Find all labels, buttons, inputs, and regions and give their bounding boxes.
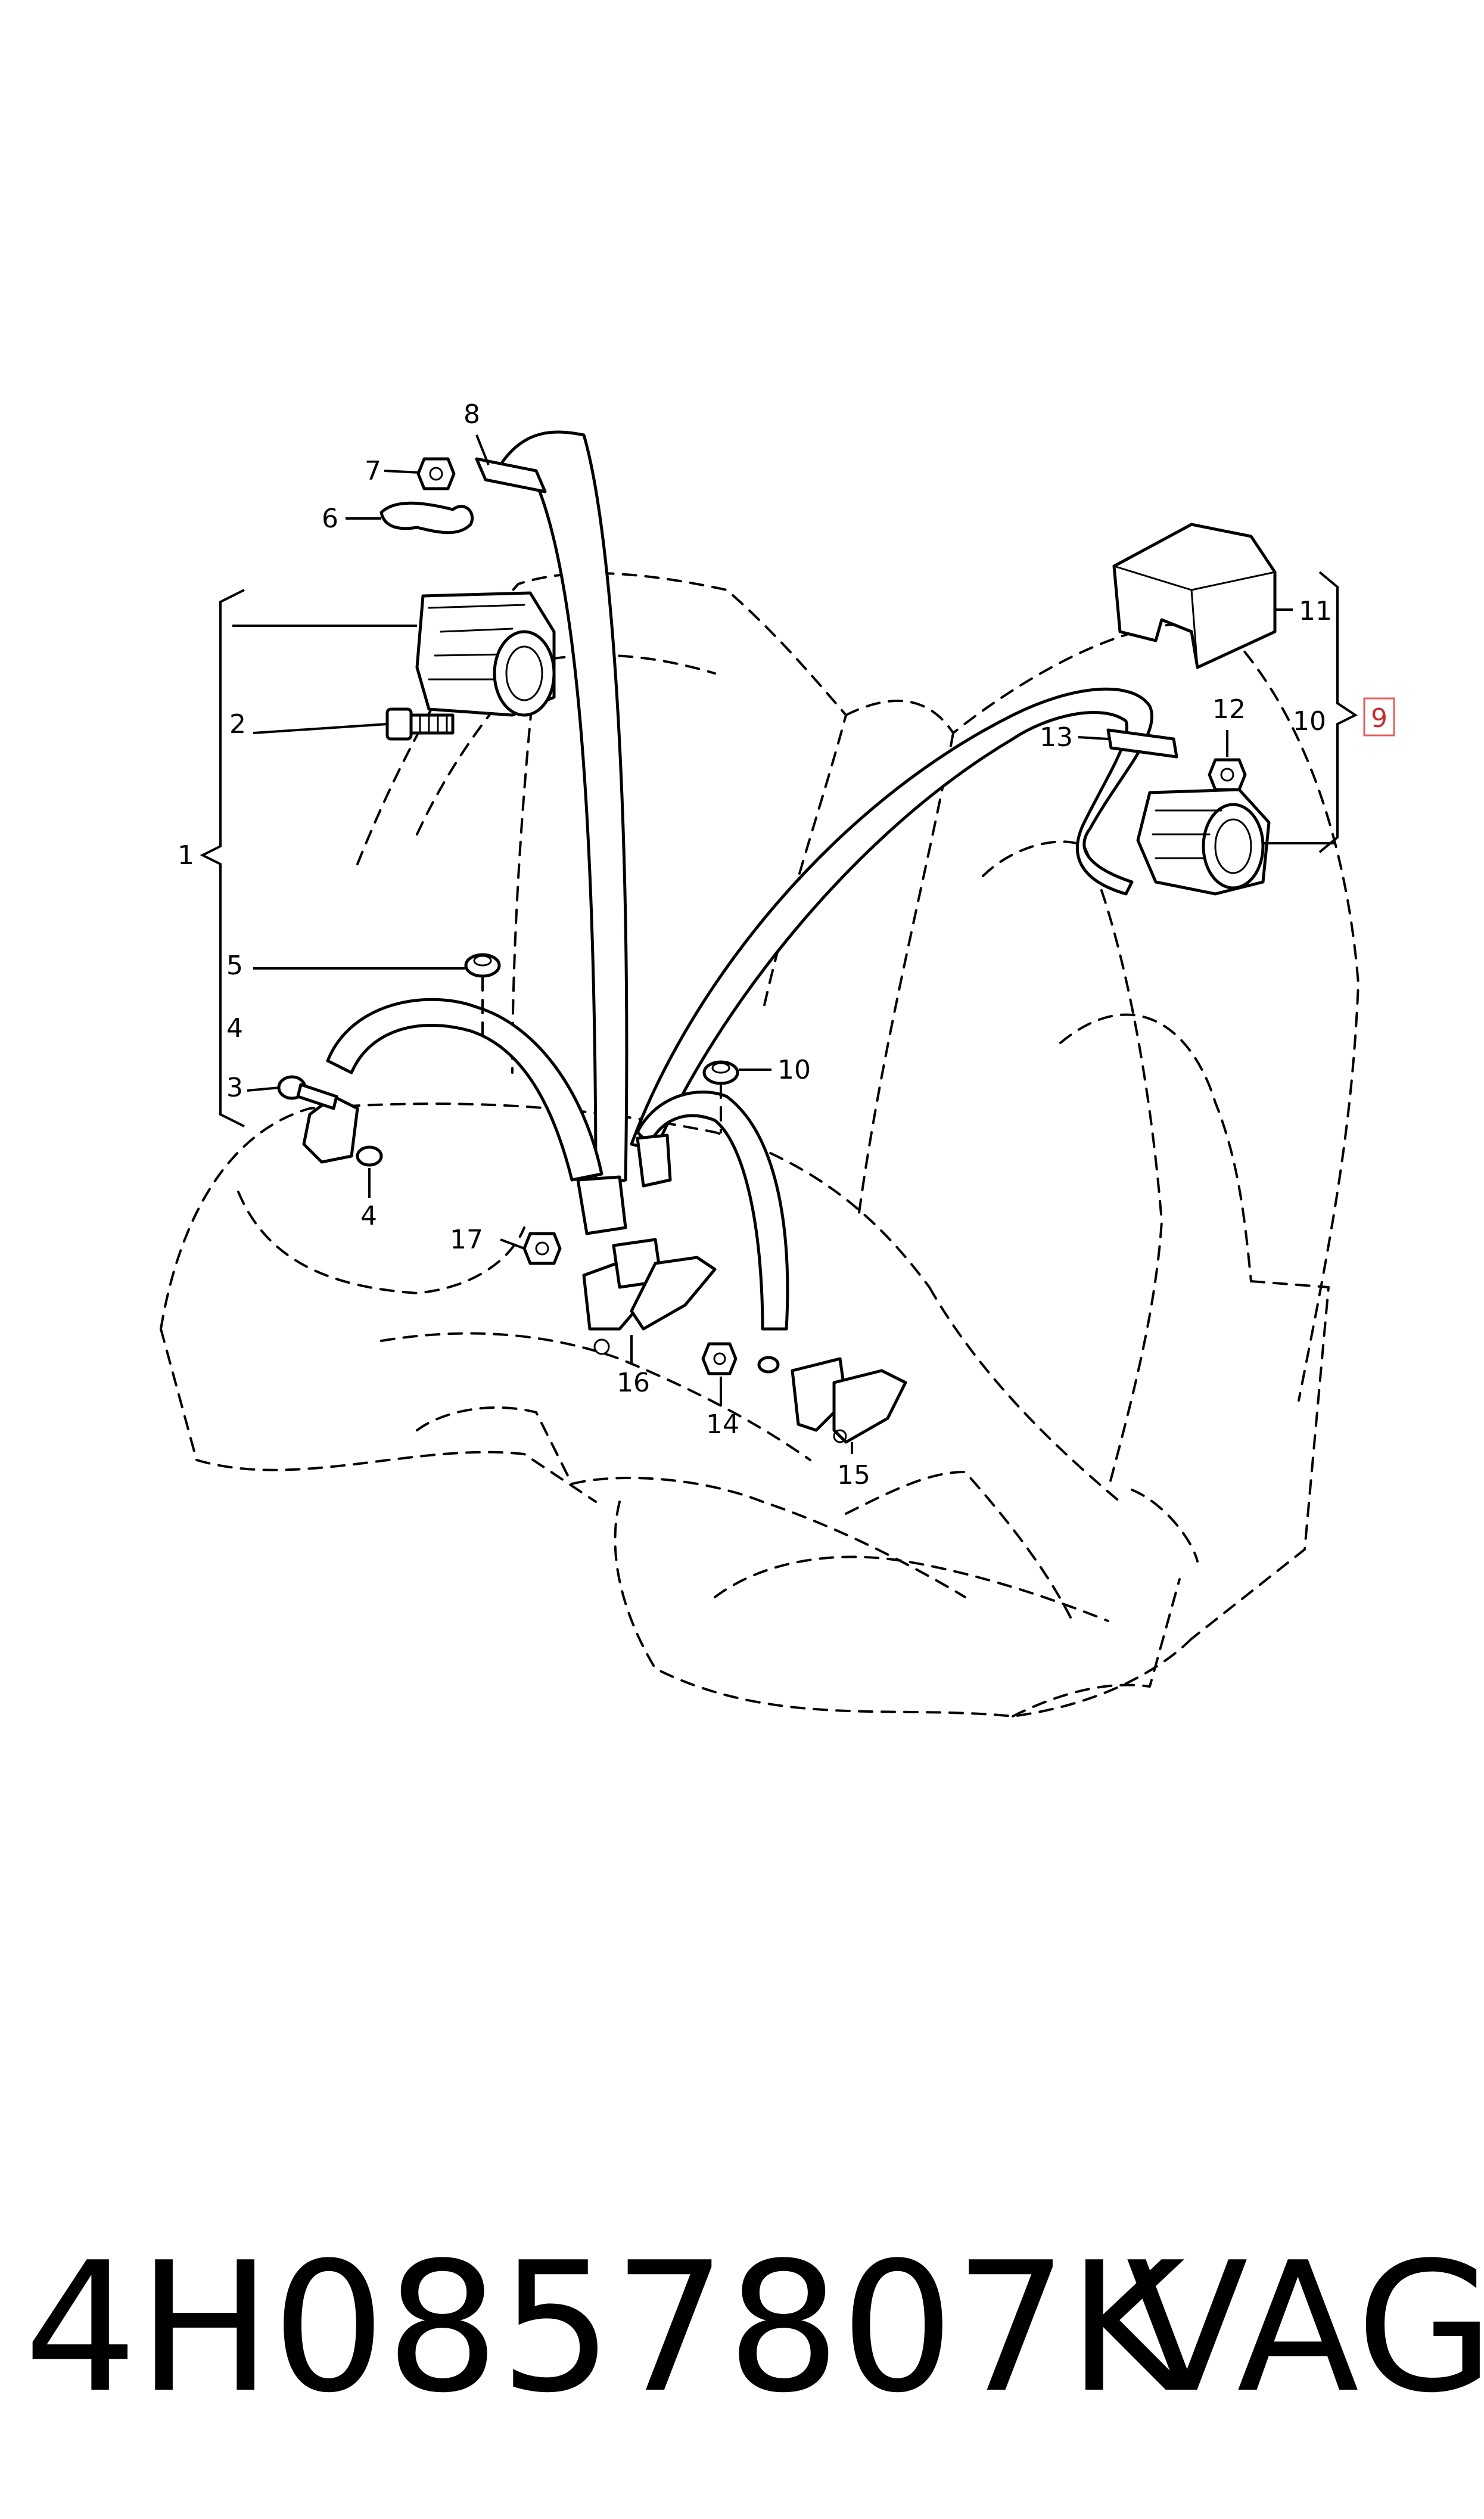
callout-7: 7	[365, 456, 381, 486]
part-number: 4H0857807K	[24, 2224, 1191, 2432]
brand-label: VAG	[1126, 2224, 1484, 2432]
callout-4: 4	[226, 1013, 243, 1043]
rear-seat-outline	[160, 571, 1359, 1717]
callout-4-washer: 4	[360, 1201, 377, 1231]
bolt-2	[385, 707, 455, 741]
right-belt-assembly	[630, 523, 1277, 1331]
strap-guide-8	[475, 457, 547, 493]
right-shoulder-strap	[630, 687, 1153, 1152]
footer: 4H0857807K VAG	[24, 2224, 1484, 2432]
nut-12	[1208, 758, 1247, 791]
callout-8: 8	[463, 399, 480, 430]
callout-2: 2	[229, 709, 246, 740]
callout-11: 11	[1299, 596, 1332, 626]
callout-3: 3	[226, 1073, 243, 1103]
callout-14: 14	[706, 1409, 739, 1440]
right-belt-tongue	[636, 1133, 672, 1188]
right-lap-belt	[636, 1091, 789, 1331]
leader-lines	[200, 434, 1358, 1454]
nut-14	[701, 1342, 780, 1375]
callout-17: 17	[450, 1225, 483, 1255]
right-retractor	[1136, 788, 1271, 896]
left-shoulder-strap	[499, 430, 629, 1188]
grommet-5	[464, 953, 501, 1044]
callout-16: 16	[617, 1368, 650, 1398]
callout-numbers: 1 2 5 4 3 4 7 6 8 17 16 14 15 10 13 12 1…	[178, 399, 1395, 1490]
bracket-1	[200, 589, 245, 1128]
grommet-10	[702, 1060, 739, 1133]
left-belt-tongue	[576, 1175, 627, 1235]
callout-9: 9	[1371, 703, 1387, 734]
strap-guide-13	[1106, 728, 1178, 759]
callout-6: 6	[322, 504, 338, 534]
callout-12: 12	[1212, 694, 1246, 725]
buckle-16	[582, 1238, 717, 1355]
nut-17	[522, 1232, 562, 1265]
buckle-15	[791, 1357, 907, 1444]
left-belt-assembly	[277, 430, 629, 1235]
bracket-6	[379, 501, 474, 535]
trim-cover-11	[1112, 523, 1277, 669]
bracket-9	[1318, 571, 1358, 853]
callout-9-highlight-box	[1363, 697, 1395, 737]
bolt-3	[277, 1075, 338, 1110]
callout-10-grommet: 10	[777, 1055, 811, 1085]
lap-belt-4	[326, 998, 603, 1182]
left-retractor	[415, 591, 556, 717]
washer-4	[356, 1145, 383, 1167]
callout-5: 5	[226, 951, 243, 981]
callout-1: 1	[178, 840, 194, 871]
callout-15: 15	[837, 1460, 870, 1490]
callout-10-retractor: 10	[1293, 706, 1326, 737]
callout-13: 13	[1040, 722, 1073, 753]
nut-7	[416, 457, 456, 490]
